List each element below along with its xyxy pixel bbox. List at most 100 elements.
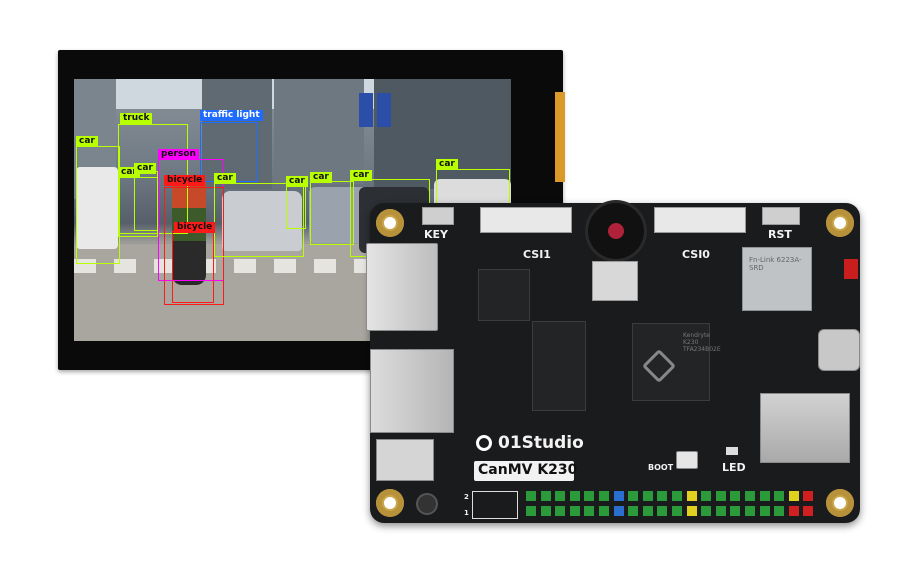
model-label-box bbox=[474, 461, 574, 481]
wifi-module: Fn-Link 6223A-SRD bbox=[742, 247, 812, 311]
key-label: KEY bbox=[424, 228, 449, 241]
gpio-pin bbox=[701, 491, 712, 501]
detection-box bbox=[286, 185, 306, 229]
detection-label: car bbox=[214, 173, 236, 184]
detection-label: bicycle bbox=[164, 175, 206, 186]
csi1-connector[interactable] bbox=[480, 207, 572, 233]
csi1-label: CSI1 bbox=[523, 248, 551, 261]
gpio-pin bbox=[803, 491, 814, 501]
gpio-pin bbox=[686, 491, 697, 501]
gpio-pin bbox=[599, 506, 609, 516]
white-truck bbox=[76, 167, 118, 249]
usb-a-port[interactable] bbox=[370, 349, 454, 433]
gpio-pin bbox=[555, 491, 566, 501]
gpio-pin bbox=[774, 506, 785, 516]
led-label: LED bbox=[722, 461, 746, 474]
audio-jack-hole bbox=[416, 493, 438, 515]
gpio-pin bbox=[715, 491, 726, 501]
wifi-module-marking: Fn-Link 6223A-SRD bbox=[749, 256, 802, 272]
header-pin2-label: 2 bbox=[464, 493, 469, 501]
gpio-pin bbox=[672, 506, 682, 516]
gpio-pin bbox=[701, 506, 712, 516]
gpio-pin bbox=[555, 506, 566, 516]
led-indicator bbox=[726, 447, 738, 455]
power-led bbox=[844, 259, 858, 279]
detection-box bbox=[172, 231, 214, 303]
silver-car bbox=[222, 191, 302, 251]
gpio-pin bbox=[774, 491, 785, 501]
csi0-connector[interactable] bbox=[654, 207, 746, 233]
gpio-pin bbox=[569, 491, 580, 501]
brand-logo-icon bbox=[476, 435, 492, 451]
gpio-pin bbox=[759, 491, 770, 501]
detection-label: car bbox=[286, 176, 308, 187]
gpio-pin bbox=[788, 491, 799, 501]
camera-flex-cable bbox=[592, 261, 638, 301]
detection-label: truck bbox=[120, 113, 153, 124]
csi0-label: CSI0 bbox=[682, 248, 710, 261]
gpio-pin bbox=[526, 491, 536, 501]
rst-label: RST bbox=[768, 228, 792, 241]
header-pin1-label: 1 bbox=[464, 509, 469, 517]
detection-label: traffic light bbox=[200, 110, 263, 121]
detection-label: car bbox=[350, 170, 372, 181]
canmv-k230-board: KEY CSI1 CSI0 RST Fn-Link 6223A-SRD Kend… bbox=[366, 203, 860, 523]
detection-label: bicycle bbox=[174, 222, 216, 233]
detection-label: person bbox=[158, 149, 199, 160]
usb-c-port[interactable] bbox=[818, 329, 860, 371]
rst-button[interactable] bbox=[762, 207, 800, 225]
gpio-pin bbox=[803, 506, 814, 516]
building bbox=[202, 79, 272, 189]
gpio-pin bbox=[672, 491, 682, 501]
banner bbox=[377, 93, 391, 127]
gpio-pin bbox=[540, 491, 551, 501]
crosswalk bbox=[74, 259, 374, 273]
gpio-pin bbox=[657, 491, 668, 501]
gpio-header[interactable] bbox=[526, 489, 822, 521]
gpio-pin bbox=[715, 506, 726, 516]
mounting-hole bbox=[826, 209, 854, 237]
gpio-pin bbox=[759, 506, 770, 516]
gpio-pin bbox=[745, 491, 755, 501]
boot-button[interactable] bbox=[676, 451, 698, 469]
detection-label: car bbox=[134, 163, 156, 174]
detection-label: car bbox=[118, 167, 140, 178]
k230-soc: Kendryte K230 TFA234B02E bbox=[632, 323, 721, 401]
model-name: CanMV K230 bbox=[478, 462, 578, 478]
ethernet-chip bbox=[478, 269, 530, 321]
sd-card-slot[interactable] bbox=[760, 393, 850, 463]
mounting-hole bbox=[376, 489, 404, 517]
detection-label: car bbox=[436, 159, 458, 170]
audio-jack[interactable] bbox=[376, 439, 434, 481]
gpio-pin bbox=[657, 506, 668, 516]
small-header[interactable] bbox=[472, 491, 518, 519]
gpio-pin bbox=[613, 506, 624, 516]
hdmi-port[interactable] bbox=[366, 243, 438, 331]
gpio-pin bbox=[613, 491, 624, 501]
kendryte-logo-icon bbox=[642, 349, 676, 383]
gpio-pin bbox=[599, 491, 609, 501]
gpio-pin bbox=[569, 506, 580, 516]
detection-box bbox=[76, 146, 120, 264]
gpio-pin bbox=[628, 506, 639, 516]
soc-marking: Kendryte K230 TFA234B02E bbox=[683, 332, 721, 353]
gpio-pin bbox=[642, 506, 653, 516]
boot-label: BOOT bbox=[648, 463, 674, 472]
banner bbox=[359, 93, 373, 127]
gpio-pin bbox=[628, 491, 639, 501]
key-button[interactable] bbox=[422, 207, 454, 225]
gpio-pin bbox=[686, 506, 697, 516]
memory-chip bbox=[532, 321, 586, 411]
brand-name: 01Studio bbox=[498, 433, 584, 453]
gpio-pin bbox=[730, 506, 741, 516]
detection-box bbox=[134, 171, 158, 231]
gpio-pin bbox=[788, 506, 799, 516]
building bbox=[274, 79, 364, 184]
detection-box bbox=[164, 187, 224, 305]
detection-label: car bbox=[76, 136, 98, 147]
gpio-pin bbox=[745, 506, 755, 516]
gpio-pin bbox=[540, 506, 551, 516]
gpio-pin bbox=[642, 491, 653, 501]
gpio-pin bbox=[584, 506, 595, 516]
detection-box bbox=[214, 183, 304, 257]
